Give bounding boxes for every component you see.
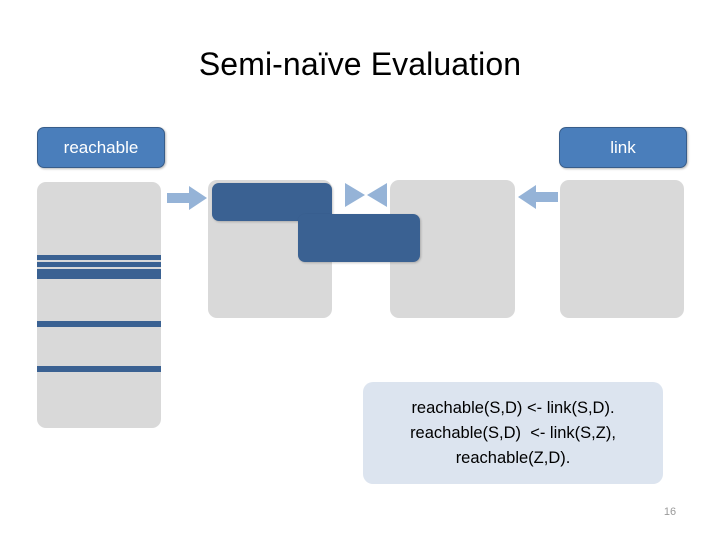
tuple-bar-2	[37, 262, 161, 267]
tuple-bar-4	[37, 321, 161, 327]
arrow-right-icon	[167, 186, 207, 210]
slide-number: 16	[663, 506, 677, 518]
tuple-bar-5	[37, 366, 161, 372]
arrow-left-icon	[518, 185, 558, 209]
rule-line-1: reachable(S,D) <- link(S,D).	[411, 398, 615, 417]
tuple-bar-3	[37, 269, 161, 279]
relation-box-link	[560, 180, 684, 318]
rule-line-2: reachable(S,D) <- link(S,Z),	[410, 423, 616, 442]
rule-box: reachable(S,D) <- link(S,D). reachable(S…	[363, 382, 663, 484]
rule-line-3: reachable(Z,D).	[455, 448, 571, 467]
relation-label-reachable[interactable]: reachable	[37, 127, 165, 168]
delta-block-2	[298, 214, 420, 262]
page-title: Semi-naïve Evaluation	[198, 46, 522, 82]
join-bowtie-icon	[345, 183, 387, 207]
relation-box-reachable	[37, 182, 161, 428]
tuple-bar-1	[37, 255, 161, 260]
relation-label-link[interactable]: link	[559, 127, 687, 168]
